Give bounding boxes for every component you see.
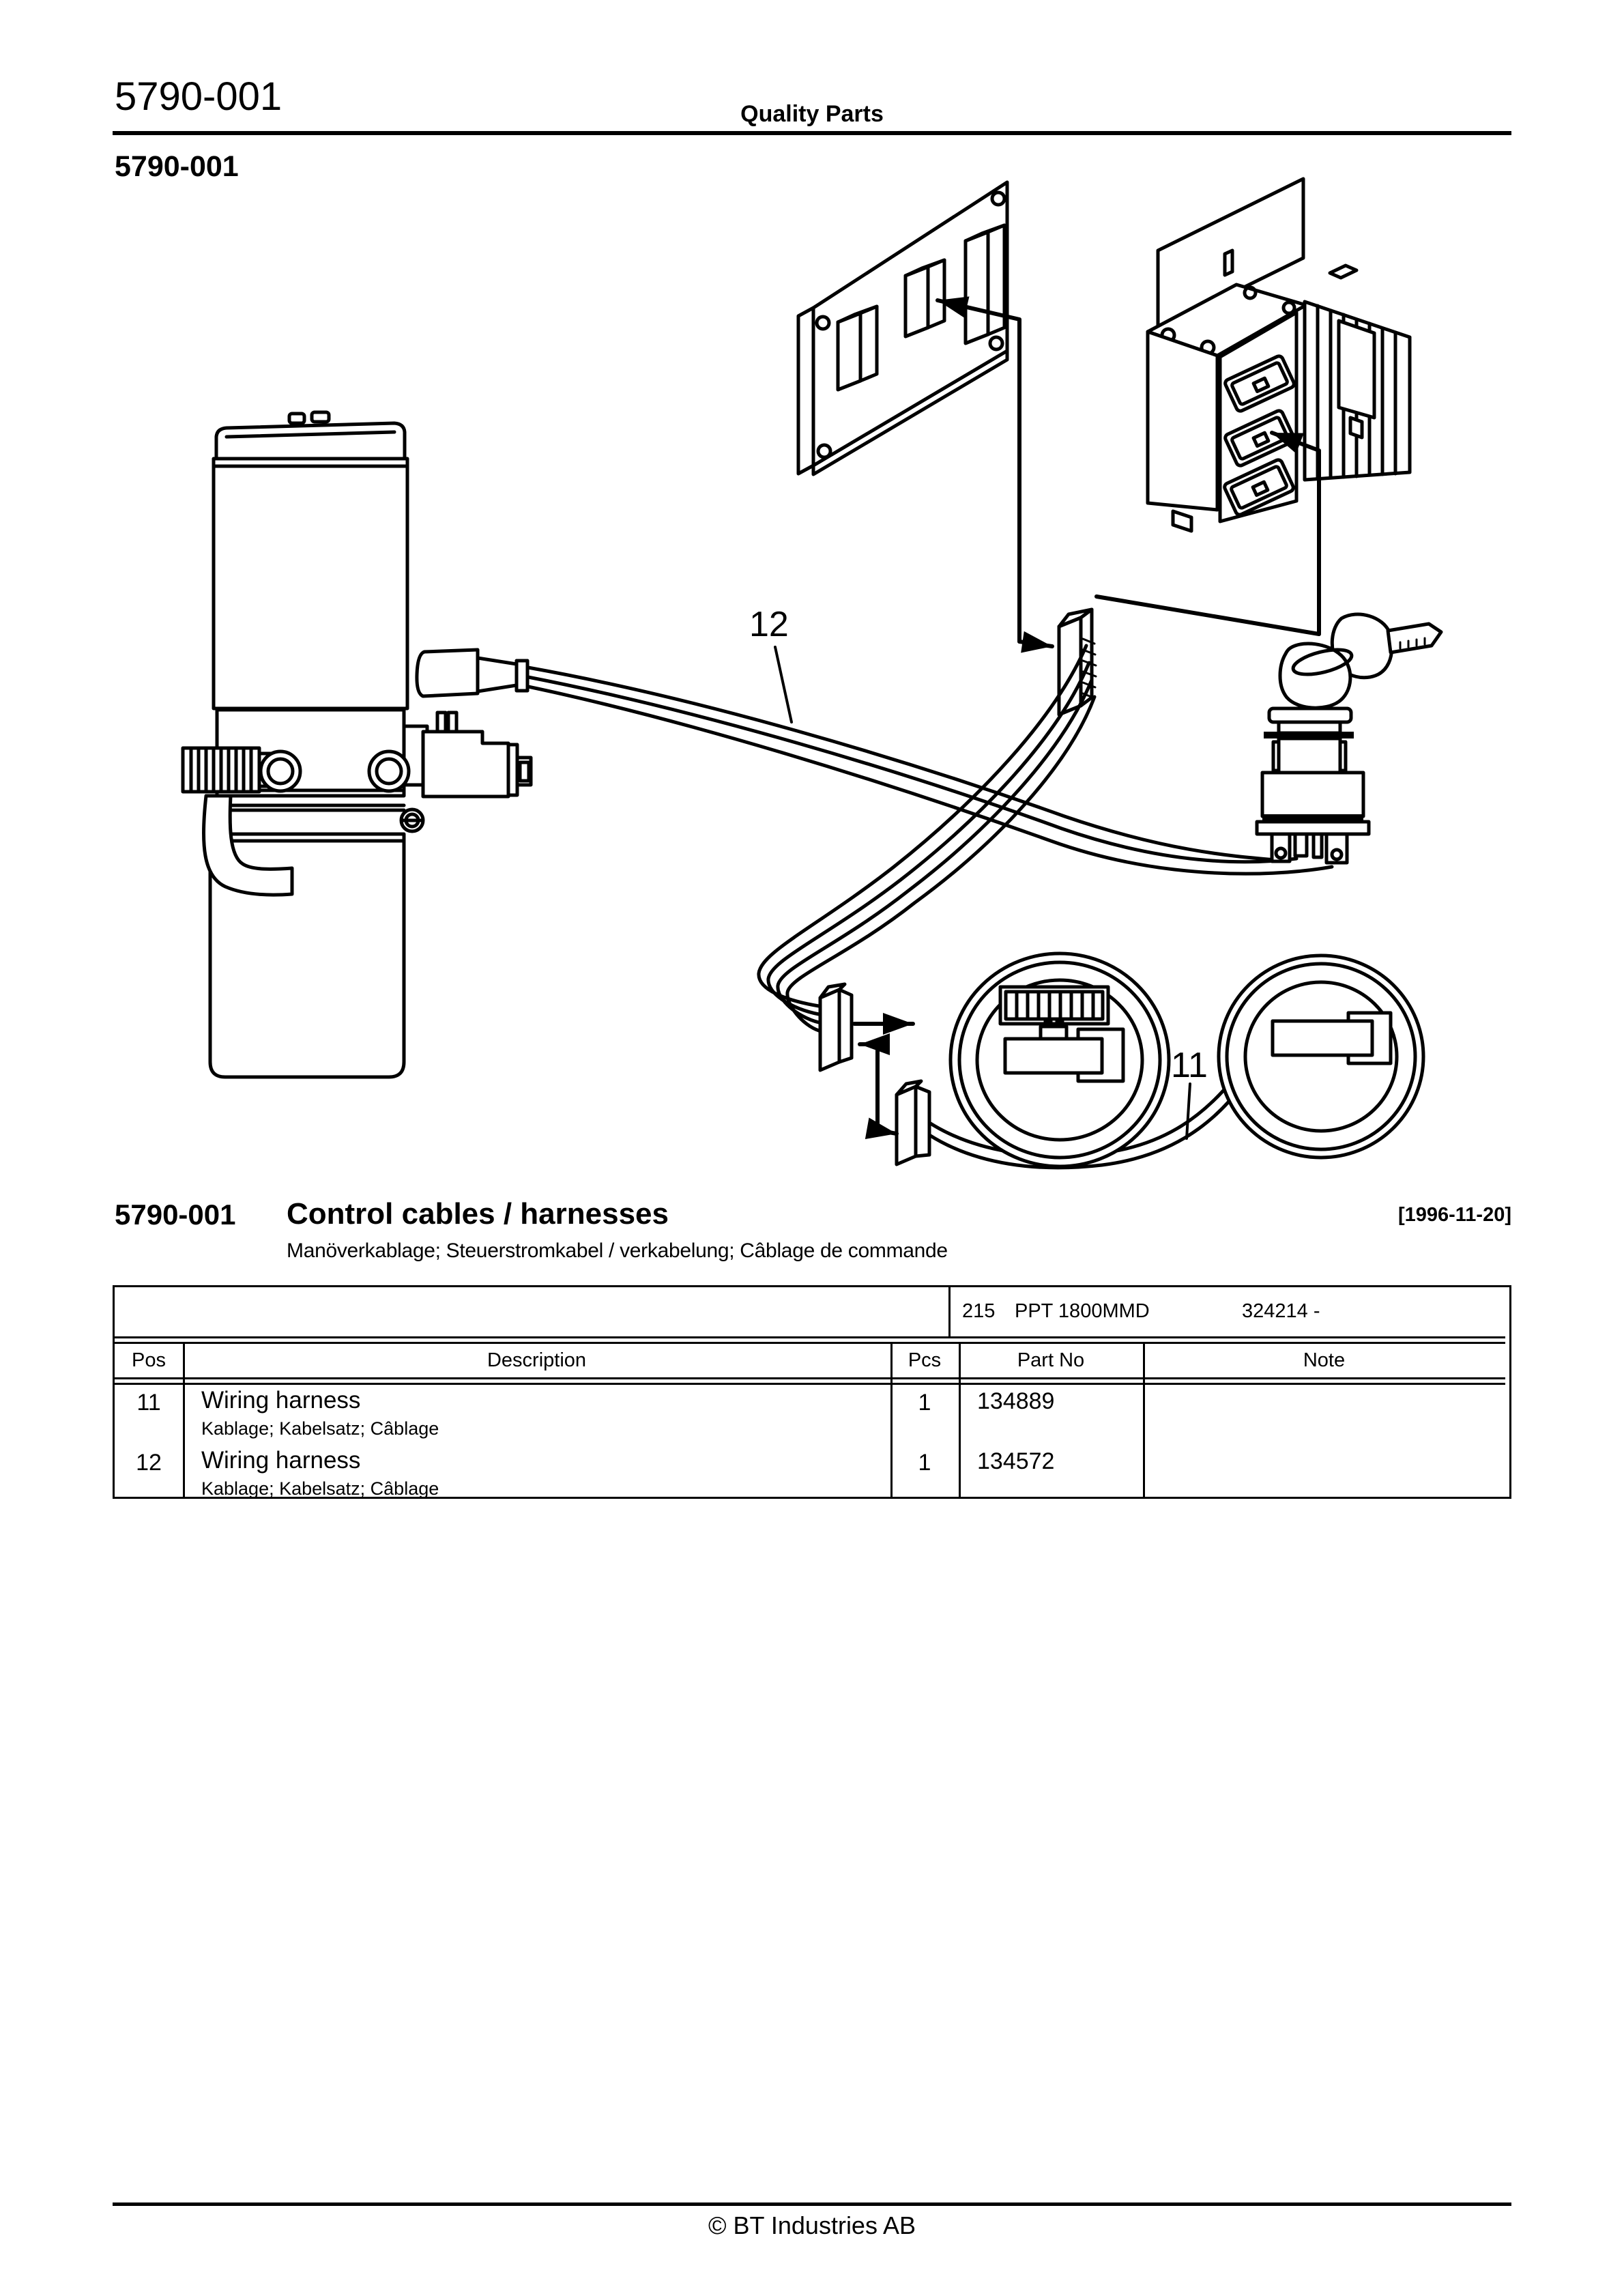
cell-pos: 12 bbox=[136, 1450, 162, 1476]
header-doc-code: 5790-001 bbox=[115, 74, 282, 119]
controller-socket bbox=[1223, 409, 1296, 468]
cell-part-no: 134572 bbox=[977, 1448, 1055, 1474]
parts-table: 215 PPT 1800MMD 324214 - Pos Description… bbox=[113, 1285, 1511, 1499]
cell-pos: 11 bbox=[136, 1390, 161, 1416]
model-name: PPT 1800MMD bbox=[1015, 1300, 1150, 1322]
cell-description-alt: Kablage; Kabelsatz; Câblage bbox=[201, 1418, 439, 1439]
col-header-pcs: Pcs bbox=[908, 1349, 942, 1371]
solenoid-valve bbox=[421, 711, 533, 799]
panel-connector-block bbox=[903, 258, 946, 339]
section-code: 5790-001 bbox=[115, 150, 239, 183]
keys bbox=[1278, 612, 1443, 710]
header-rule bbox=[113, 131, 1511, 135]
motor-cap bbox=[214, 421, 407, 461]
footer-copyright: © BT Industries AB bbox=[708, 2211, 916, 2239]
item-label-11: 11 bbox=[1171, 1046, 1208, 1085]
footer-rule bbox=[113, 2202, 1511, 2206]
circuit-board-panel bbox=[796, 180, 1009, 476]
item-label-12: 12 bbox=[749, 605, 789, 644]
controller-socket bbox=[1223, 354, 1296, 413]
col-header-pos: Pos bbox=[132, 1349, 166, 1371]
cell-description-alt: Kablage; Kabelsatz; Câblage bbox=[201, 1478, 439, 1499]
gauge-connector bbox=[895, 1079, 931, 1166]
item-leaders bbox=[774, 646, 1191, 1140]
model-no: 215 bbox=[962, 1300, 996, 1322]
cell-pcs: 1 bbox=[918, 1450, 931, 1476]
title-code: 5790-001 bbox=[115, 1199, 236, 1231]
col-header-description: Description bbox=[487, 1349, 587, 1371]
elbow-hose bbox=[201, 794, 294, 897]
controller-socket bbox=[1223, 458, 1295, 517]
wire-harness-12 bbox=[526, 607, 1334, 1033]
panel-connector-block bbox=[836, 304, 879, 392]
cell-part-no: 134889 bbox=[977, 1388, 1055, 1414]
assembly-arrows bbox=[852, 296, 1321, 1140]
battery-indicator-gauge bbox=[948, 951, 1171, 1168]
cell-description: Wiring harness bbox=[201, 1447, 361, 1474]
panel-connector-block bbox=[963, 223, 1006, 345]
header-center-title: Quality Parts bbox=[740, 101, 884, 127]
col-header-part-no: Part No bbox=[1017, 1349, 1085, 1371]
title-name: Control cables / harnesses bbox=[287, 1197, 669, 1231]
gauge-connector bbox=[818, 982, 854, 1072]
col-header-note: Note bbox=[1303, 1349, 1346, 1371]
band-divider bbox=[948, 1287, 951, 1338]
cable-plug bbox=[415, 648, 530, 698]
hydraulic-pump-unit bbox=[181, 410, 533, 1079]
serial-range: 324214 - bbox=[1242, 1300, 1320, 1322]
cell-description: Wiring harness bbox=[201, 1387, 361, 1414]
ignition-key-switch bbox=[1255, 612, 1443, 865]
cell-pcs: 1 bbox=[918, 1390, 931, 1416]
title-date: [1996-11-20] bbox=[1397, 1204, 1511, 1226]
motor-body bbox=[212, 457, 409, 711]
title-subtitle: Manöverkablage; Steuerstromkabel / verka… bbox=[287, 1239, 948, 1262]
controller-unit bbox=[1146, 177, 1412, 533]
hour-meter-gauge bbox=[1217, 953, 1425, 1160]
